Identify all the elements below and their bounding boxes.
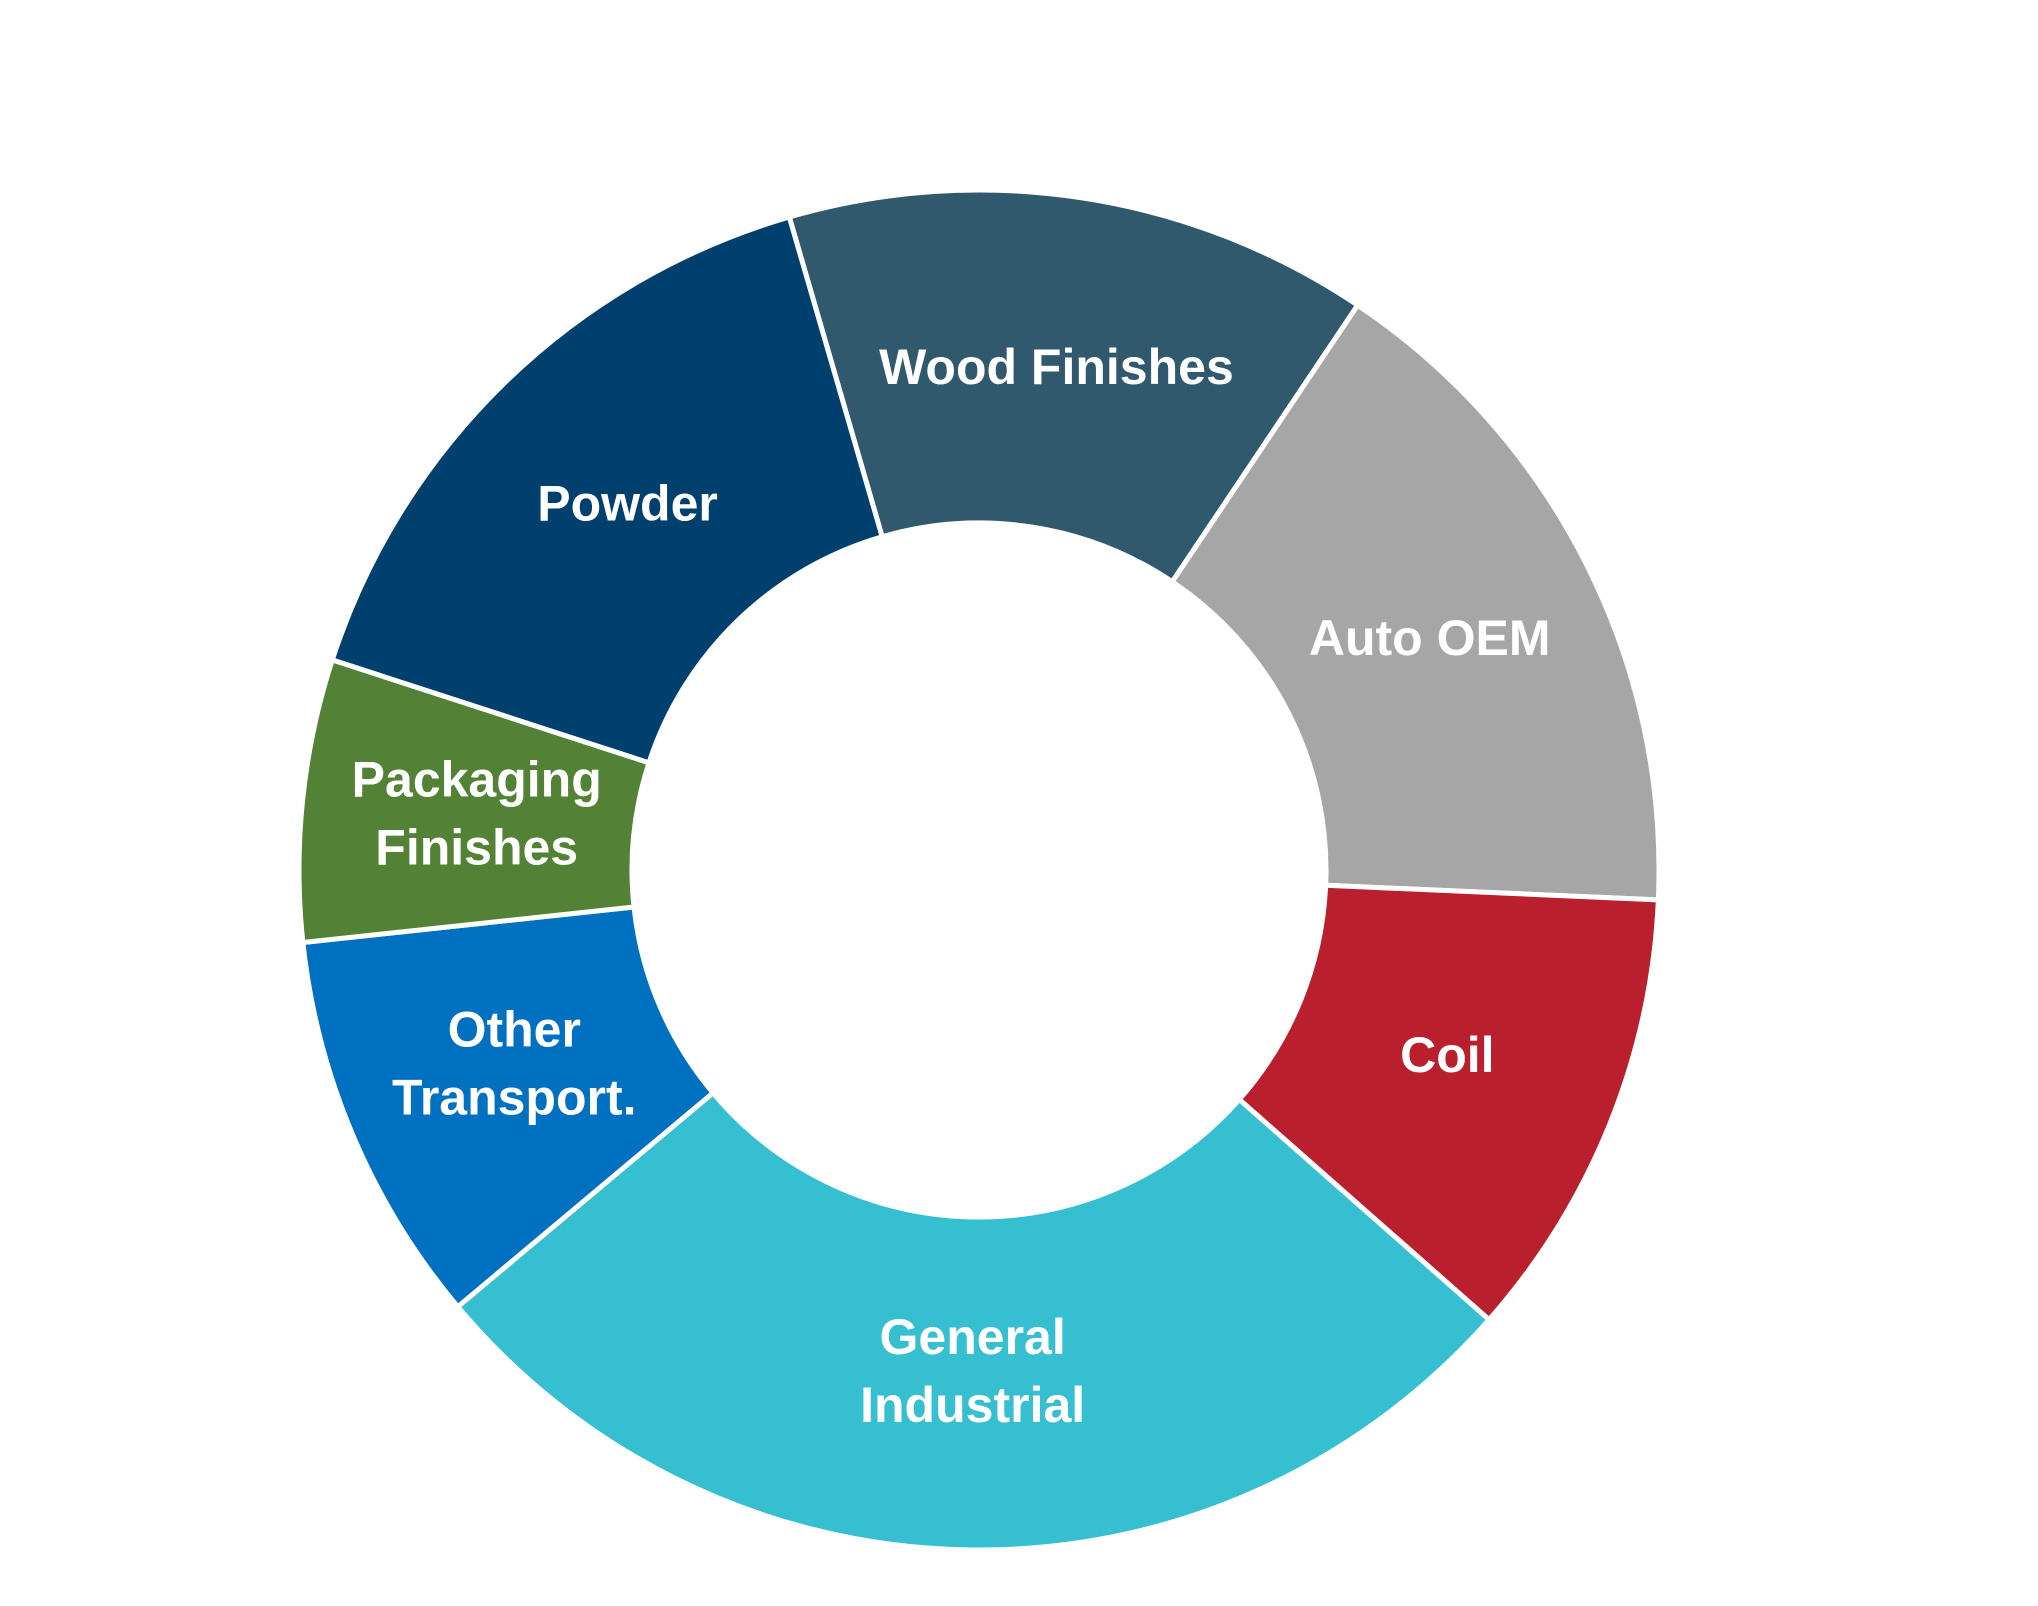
slice-general-industrial [454, 1089, 1493, 1553]
slice-coil [1235, 882, 1661, 1324]
slices-group [296, 187, 1662, 1553]
slice-label-auto-oem: Auto OEM [1309, 610, 1551, 666]
slice-label-line: Coil [1400, 1027, 1494, 1083]
slice-label-coil: Coil [1400, 1027, 1494, 1083]
slice-powder [329, 213, 886, 766]
slice-wood-finishes [786, 187, 1362, 586]
slice-label-line: Finishes [375, 820, 578, 876]
slice-label-powder: Powder [537, 476, 718, 532]
slice-label-line: Other [448, 1002, 581, 1058]
slice-label-line: General [880, 1309, 1066, 1365]
slice-label-line: Transport. [392, 1070, 636, 1126]
slice-label-line: Industrial [860, 1377, 1085, 1433]
slice-label-line: Packaging [352, 752, 602, 808]
slice-label-line: Wood Finishes [879, 339, 1234, 395]
slice-other-transport [300, 904, 717, 1311]
slice-label-wood-finishes: Wood Finishes [879, 339, 1234, 395]
slice-label-line: Powder [537, 476, 718, 532]
slice-label-line: Auto OEM [1309, 610, 1551, 666]
slice-auto-oem [1168, 301, 1662, 903]
